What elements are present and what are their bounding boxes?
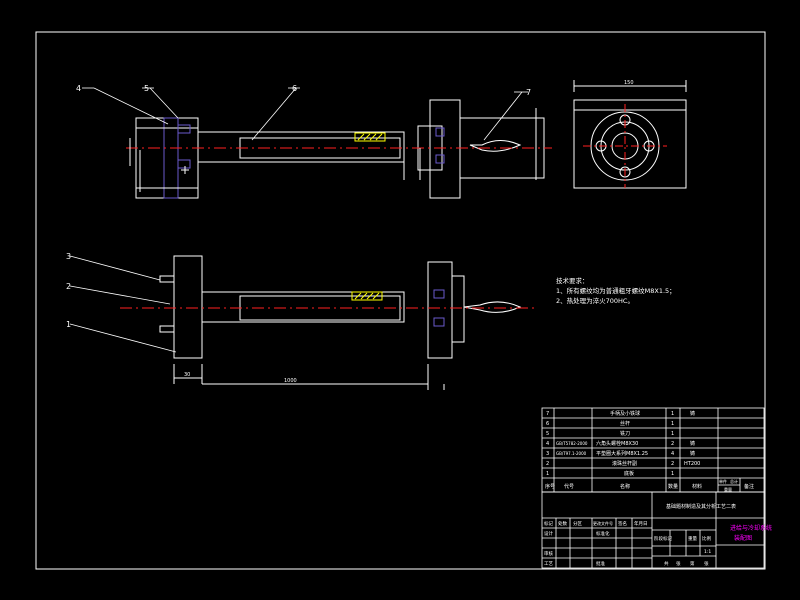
balloon-1: 1 [66,320,71,329]
sheet-total-unit: 张 [676,560,681,567]
title-label-date: 年月日 [634,520,648,527]
side-block-outline [573,99,687,189]
part-row-name: 底板 [624,470,634,477]
front-balloons [69,255,177,353]
front-view [120,255,534,390]
top-handle [469,140,522,152]
part-row-qty: 1 [671,431,674,437]
title-row-review: 审核 [544,550,553,557]
title-standardize: 标准化 [596,530,610,537]
title-label-change: 更改文件号 [593,520,613,526]
parts-header-name: 名称 [620,483,630,490]
part-row-name: 手柄及小铁球 [610,410,640,417]
part-row-qty: 2 [671,461,674,467]
parts-header-no: 序号 [545,483,555,490]
drawing-subtitle: 装配图 [734,534,752,542]
part-row-code: GB/T5782-2000 [556,441,588,446]
front-length-dimension: 1000 [284,378,297,384]
part-row-qty: 1 [671,421,674,427]
part-row-name: 滚珠丝杆副 [612,460,637,467]
part-row-qty: 1 [671,411,674,417]
sheet-no-unit: 张 [704,560,709,567]
part-row-name: 铣刀 [620,430,630,437]
part-row-material: HT200 [684,461,700,467]
bolt-hole-bottom [619,166,631,178]
top-hatch-detail [354,132,386,142]
parts-header-remark: 备注 [744,483,754,490]
top-balloons [82,87,528,141]
title-label-count: 处数 [558,520,567,527]
balloon-2: 2 [66,282,71,291]
technical-requirements-title: 技术要求： [556,277,589,285]
top-view [126,99,552,199]
right-support-block [429,99,461,199]
front-hatch-detail [351,291,383,301]
title-label-mark: 标记 [544,520,553,527]
sheet-no-label: 第 [690,560,695,567]
stage-label: 阶段标记 [654,535,672,542]
parts-header-qty: 数量 [668,483,678,490]
technical-requirement-line: 1、所有螺纹均为普通粗牙螺纹M8X1.5； [556,287,676,295]
front-handle [463,301,522,313]
part-row-material: 铸 [690,410,695,417]
drawing-frame [35,31,766,570]
parts-header-material: 材料 [692,483,702,490]
parts-header-total: 总计 [730,478,738,484]
part-row-no: 7 [546,411,549,417]
part-row-code: GB/T97.1-2000 [556,451,587,456]
weight-label: 重量 [688,535,697,542]
part-row-name: 平垫圈大系列M8X1.25 [596,450,648,457]
sheet-total-label: 共 [664,560,669,567]
part-row-no: 3 [546,451,549,457]
part-row-qty: 2 [671,441,674,447]
balloon-5: 5 [144,84,149,93]
left-support-block [135,117,199,199]
part-row-name: 六角头螺栓M8X30 [596,440,638,447]
left-flange [163,117,179,199]
technical-requirements: 技术要求： 1、所有螺纹均为普通粗牙螺纹M8X1.5； 2、热处理为淬火700H… [556,276,676,306]
title-block-grid [541,407,765,569]
side-width-dimension: 150 [624,80,634,86]
front-shaft-body [201,291,405,323]
part-row-no: 5 [546,431,549,437]
side-view [573,80,687,189]
part-row-no: 2 [546,461,549,467]
part-row-material: 铸 [690,450,695,457]
drawing-title: 进给与冷却系统 [730,524,772,532]
technical-requirement-line: 2、热处理为淬火700HC。 [556,297,634,305]
scale-label: 比例 [702,535,711,542]
part-row-no: 6 [546,421,549,427]
parts-header-code: 代号 [564,483,574,490]
parts-header-weight: 重量 [724,486,732,492]
part-row-qty: 4 [671,451,674,457]
part-row-name: 丝杆 [620,420,630,427]
balloon-4: 4 [76,84,81,93]
front-flange [173,255,203,359]
title-approve: 批准 [596,560,605,567]
scale-value: 1:1 [704,549,711,555]
front-flange-dimension: 30 [184,372,190,378]
side-hub [600,121,650,171]
title-row-design: 设计 [544,530,553,537]
part-row-material: 铸 [690,440,695,447]
title-label-zone: 分区 [573,520,582,527]
part-row-qty: 1 [671,471,674,477]
part-row-no: 1 [546,471,549,477]
parts-list: 7 手柄及小铁球 1 铸 6 丝杆 1 5 铣刀 1 4 GB/T5782-20… [546,410,700,477]
front-right-support [427,261,453,359]
title-label-sign: 签名 [618,520,627,527]
top-shaft-body [197,131,405,163]
parts-header-single: 单件 [719,478,727,484]
project-title: 基础题材制造及其分析工艺二表 [666,503,736,510]
balloon-7: 7 [526,88,531,97]
title-row-process: 工艺 [544,561,553,567]
part-row-no: 4 [546,441,549,447]
balloon-6: 6 [292,84,297,93]
balloon-3: 3 [66,252,71,261]
